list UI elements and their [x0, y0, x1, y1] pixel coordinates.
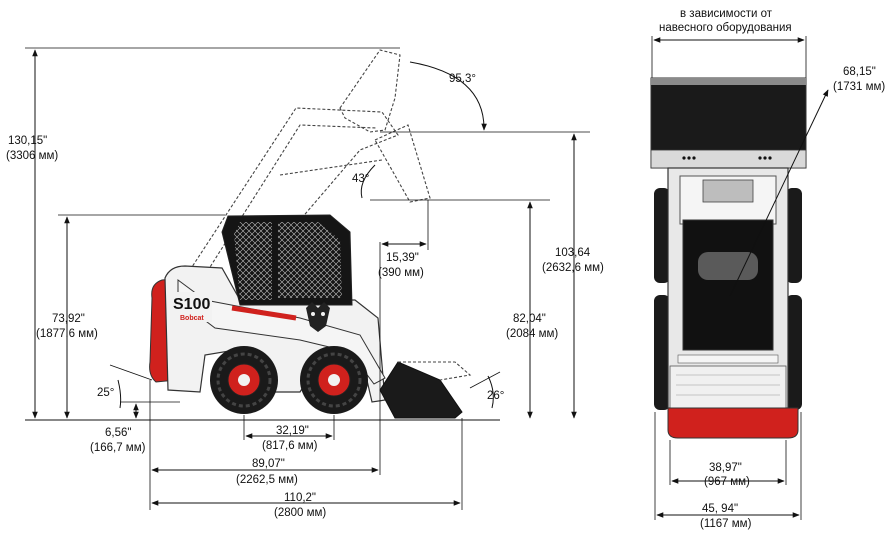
- cab-window-right: [278, 222, 342, 298]
- model-label: S100: [173, 296, 210, 313]
- front-view: в зависимости от навесного оборудования …: [650, 8, 885, 530]
- length-total-metric: (2800 мм): [274, 507, 326, 519]
- length-no-bucket-metric: (2262,5 мм): [236, 474, 298, 486]
- rollback-angle-arc: [409, 61, 487, 131]
- skid-steer-loader: S100 Bobcat: [149, 214, 472, 419]
- turning-radius-value: 68,15": [843, 66, 876, 78]
- bucket-dashed-outline: [398, 361, 472, 381]
- attachment-note-line2: навесного оборудования: [659, 22, 792, 34]
- dump-height-metric: (2632,6 мм): [542, 262, 604, 274]
- front-wheel: [300, 346, 368, 414]
- bobcat-logo-icon: [306, 302, 330, 332]
- length-total-value: 110,2": [284, 492, 316, 504]
- rear-wheel: [210, 346, 278, 414]
- tire-front-right: [786, 188, 802, 283]
- reach-value: 15,39": [386, 252, 419, 264]
- rollback-angle-label: 95,3°: [449, 73, 476, 85]
- turning-radius-metric: (1731 мм): [833, 81, 885, 93]
- bucket: [379, 361, 463, 419]
- turning-radius-line: [729, 89, 829, 297]
- length-no-bucket-value: 89,07": [252, 458, 285, 470]
- attachment-note-line1: в зависимости от: [680, 8, 773, 20]
- tire-front-left: [654, 188, 670, 283]
- tread-width-value: 38,97": [709, 462, 742, 474]
- bucket-angle-arc: [487, 375, 494, 409]
- tread-width-metric: (967 мм): [704, 476, 750, 488]
- wheelbase-metric: (817,6 мм): [262, 440, 318, 452]
- ground-clearance-value: 6,56": [105, 427, 131, 439]
- dump-angle-arc: [360, 164, 376, 199]
- dump-height-value: 103,64: [555, 247, 591, 259]
- tire-rear-right: [786, 295, 802, 410]
- lift-cylinder: [231, 305, 297, 321]
- overall-width-metric: (1167 мм): [700, 518, 752, 530]
- side-view: S100 Bobcat: [6, 47, 604, 519]
- departure-angle-label: 25°: [97, 387, 114, 399]
- cab-height-metric: (1877,6 мм): [36, 328, 98, 340]
- model-label-plate: [170, 292, 212, 322]
- brand-label: Bobcat: [180, 315, 204, 322]
- height-total-value: 130,15": [8, 135, 47, 147]
- lifted-arm-outline: [189, 49, 431, 291]
- hinge-pin-metric: (2084 мм): [506, 328, 558, 340]
- height-total-metric: (3306 мм): [6, 150, 58, 162]
- cab-window-left: [234, 222, 272, 300]
- cab-height-value: 73,92": [52, 313, 85, 325]
- departure-angle-arc: [117, 379, 122, 409]
- bucket-angle-label: 26°: [487, 390, 504, 402]
- overall-width-value: 45, 94": [702, 503, 738, 515]
- tire-rear-left: [654, 295, 670, 410]
- hinge-pin-value: 82,04": [513, 313, 546, 325]
- rear-red-bumper: [667, 407, 799, 439]
- dump-angle-label: 43°: [352, 173, 369, 185]
- top-cab-roof: [682, 219, 774, 351]
- wheelbase-value: 32,19": [276, 425, 309, 437]
- ground-clearance-metric: (166,7 мм): [90, 442, 146, 454]
- reach-metric: (390 мм): [378, 267, 424, 279]
